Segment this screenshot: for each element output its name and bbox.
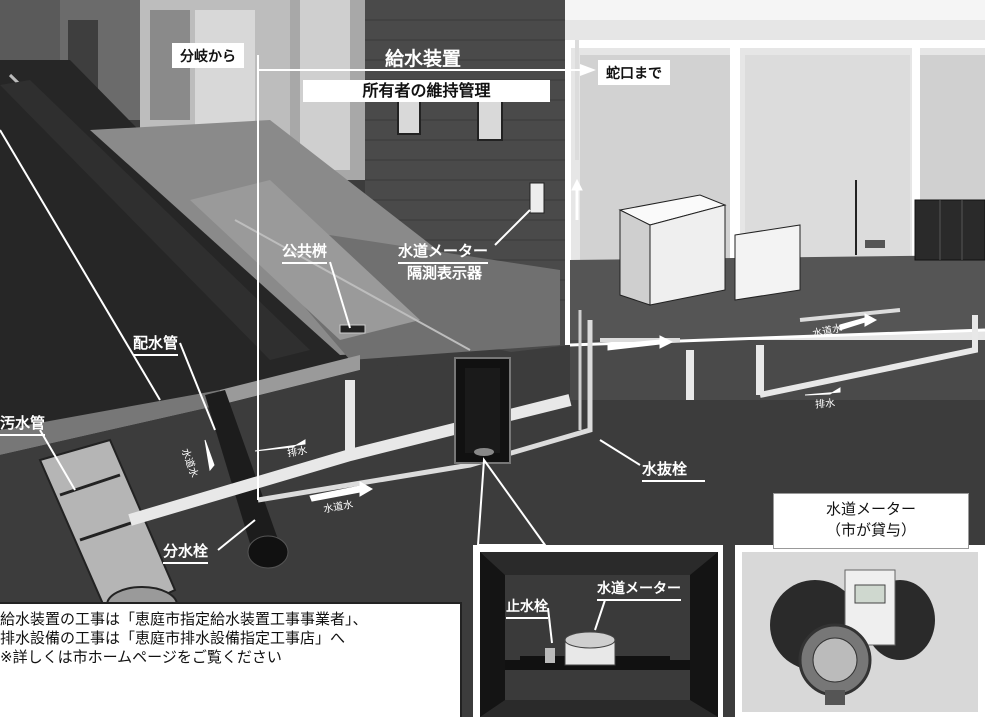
- water-meter-label: 水道メーター: [597, 578, 681, 601]
- notice-line-1: 給水装置の工事は「恵庭市指定給水装置工事事業者」、: [0, 610, 368, 628]
- road-cutaway-edge: [0, 355, 360, 455]
- to-faucet-label: 蛇口まで: [598, 60, 670, 85]
- branch-from-label: 分岐から: [172, 43, 244, 68]
- meter-remote-label-2: 隔測表示器: [407, 264, 483, 282]
- span-arrow-icon: [580, 64, 596, 76]
- meter-box: [454, 357, 511, 464]
- sewer-pipe-label: 汚水管: [0, 412, 46, 436]
- meter-caption-line-1: 水道メーター: [825, 500, 916, 518]
- meter-remote-label-1: 水道メーター: [398, 240, 489, 264]
- meter-caption-line-2: （市が貸与）: [825, 521, 916, 539]
- public-basin-marker: [339, 324, 366, 334]
- distribution-pipe: [205, 390, 289, 569]
- inset-meter-photo: [735, 545, 985, 717]
- flow-label-drain-b: 排水: [814, 398, 836, 411]
- flow-arrows: [204, 178, 878, 502]
- supply-device-label: 給水装置: [385, 48, 462, 70]
- branch-valve-label: 分水栓: [163, 540, 209, 564]
- house-interior: [565, 0, 985, 345]
- inset-meter-detail: [473, 545, 723, 717]
- notice-line-2: 排水設備の工事は「恵庭市排水設備指定工事店」へ: [0, 629, 346, 647]
- callout-lines: [39, 209, 641, 551]
- notice-box: 給水装置の工事は「恵庭市指定給水装置工事事業者」、 排水設備の工事は「恵庭市排水…: [0, 602, 462, 717]
- public-basin-label: 公共桝: [282, 240, 328, 264]
- notice-line-3: ※詳しくは市ホームページをご覧ください: [0, 648, 282, 666]
- owner-maintenance-label: 所有者の維持管理: [303, 80, 550, 102]
- drain-valve-label: 水抜栓: [642, 458, 706, 482]
- stop-valve-label: 止水栓: [506, 596, 548, 619]
- sidewalk: [90, 120, 560, 360]
- distribution-pipe-label: 配水管: [133, 332, 179, 356]
- meter-caption: 水道メーター （市が貸与）: [773, 493, 969, 549]
